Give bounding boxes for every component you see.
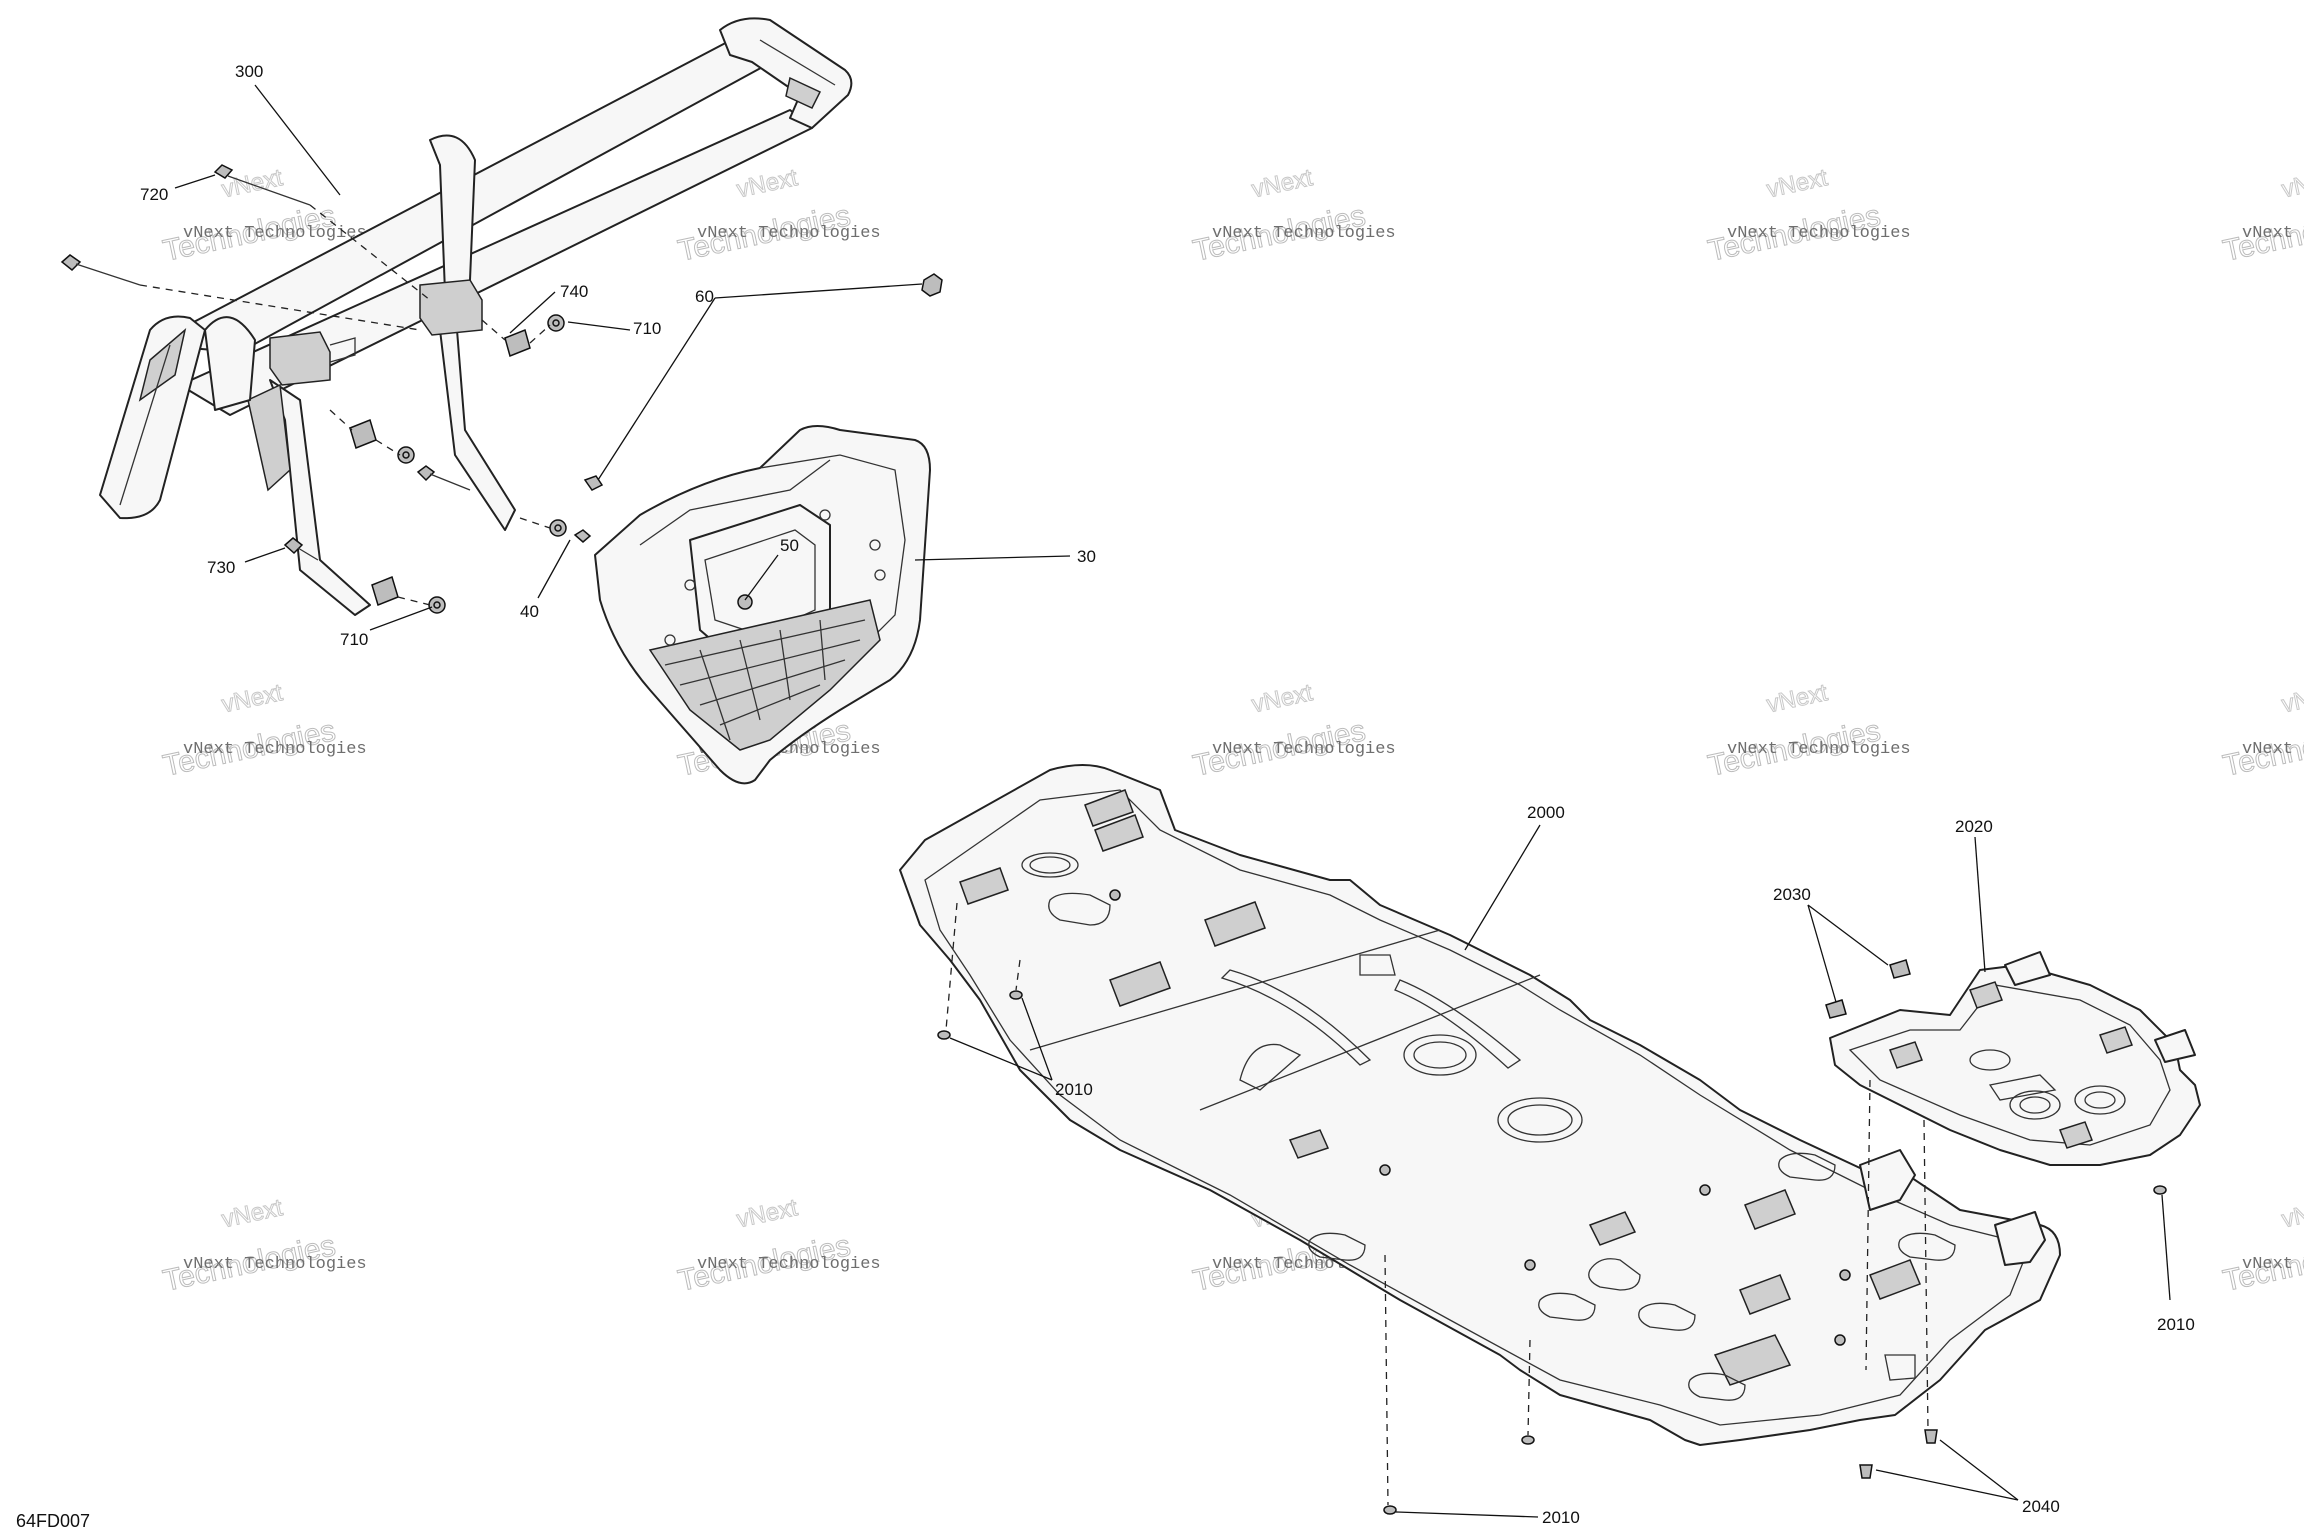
svg-text:vNext: vNext [1764,679,1830,718]
watermark: vNext Technologies [1190,679,1369,784]
svg-text:vNext: vNext [734,1194,800,1233]
watermark: vNext Technologies [160,679,339,784]
watermark: vNext Technologies [1705,679,1884,784]
watermark-text: vNext Technologies [1727,740,1911,759]
callout-40: 40 [520,602,539,621]
svg-text:vNext: vNext [2279,679,2304,718]
watermark-text: vNext Technologies [697,224,881,243]
front-bumper-frame-300 [60,17,853,616]
svg-text:vNext: vNext [2279,1194,2304,1233]
callout-2000: 2000 [1527,803,1565,822]
watermark-text: vNext Technologies [2242,1255,2304,1274]
svg-text:vNext: vNext [734,164,800,203]
callout-300: 300 [235,62,263,81]
callout-2020: 2020 [1955,817,1993,836]
watermark: vNext Technologies [2220,679,2304,784]
svg-text:vNext: vNext [1249,164,1315,203]
watermark-text: vNext Technologies [183,740,367,759]
callout-labels: 300 720 740 710 710 730 40 60 50 30 2000… [140,62,2195,1527]
svg-text:vNext: vNext [219,1194,285,1233]
watermark-text: vNext Technologies [2242,224,2304,243]
watermark: vNext Technologies [160,164,339,269]
skid-grilles [959,789,1921,1386]
callout-720: 720 [140,185,168,204]
svg-text:vNext: vNext [1764,164,1830,203]
callout-740: 740 [560,282,588,301]
leader-lines [174,84,2171,1518]
svg-text:vNext: vNext [2279,164,2304,203]
front-fascia-30 [583,273,943,785]
watermark: vNext Technologies [675,1194,854,1299]
callout-730: 730 [207,558,235,577]
skid-slots [1048,892,1956,1401]
skid-fasteners [937,902,2167,1515]
diagram-id: 64FD007 [16,1511,90,1531]
watermark-text: vNext Technologies [183,1255,367,1274]
callout-2010: 2010 [1055,1080,1093,1099]
watermark-text: vNext Technologies [1212,224,1396,243]
watermark: vNext Technologies [2220,1194,2304,1299]
watermark-text: vNext Technologies [183,224,367,243]
svg-text:vNext: vNext [1249,679,1315,718]
callout-710: 710 [340,630,368,649]
watermark-text: vNext Technologies [1727,224,1911,243]
watermark-text: vNext Technologies [1212,740,1396,759]
callout-60: 60 [695,287,714,306]
callout-50: 50 [780,536,799,555]
callout-710: 710 [633,319,661,338]
callout-2010: 2010 [1542,1508,1580,1527]
watermark: vNext Technologies [2220,164,2304,269]
watermark: vNext Technologies [1190,164,1369,269]
watermark-text: vNext Technologies [697,1255,881,1274]
watermark-text: vNext Technologies [2242,740,2304,759]
watermark: vNext Technologies [1705,164,1884,269]
callout-2030: 2030 [1773,885,1811,904]
rear-skid-plate-2020 [1825,951,2201,1166]
callout-2010: 2010 [2157,1315,2195,1334]
watermark: vNext Technologies [160,1194,339,1299]
skid-plate-2000 [899,764,2061,1446]
callout-2040: 2040 [2022,1497,2060,1516]
svg-text:vNext: vNext [219,679,285,718]
callout-30: 30 [1077,547,1096,566]
